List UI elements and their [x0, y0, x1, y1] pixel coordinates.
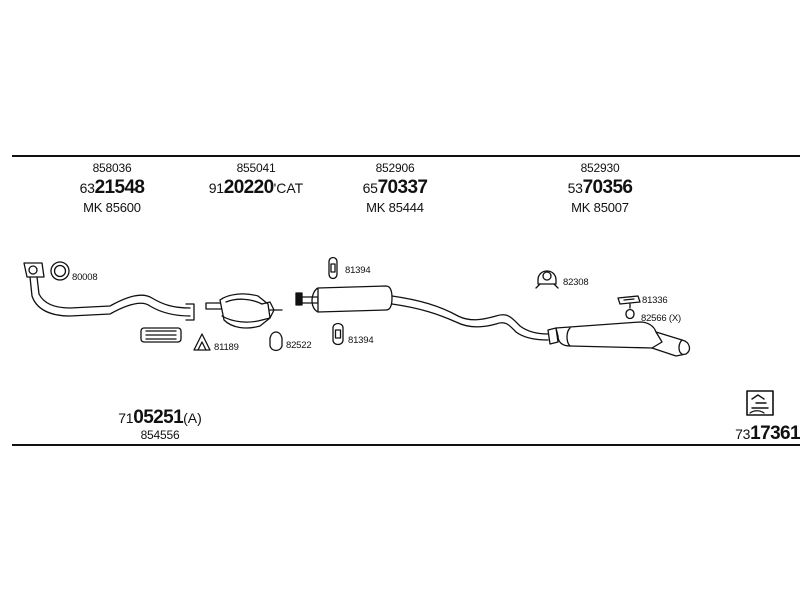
- label-rear-bracket: 81336: [642, 295, 668, 306]
- group-code: 854556: [140, 428, 180, 442]
- label-clamp-cat: 82522: [286, 340, 312, 351]
- label-hanger-bottom: 81394: [348, 335, 374, 346]
- group-code: 858036: [92, 161, 132, 175]
- bottom-rule: [12, 444, 800, 446]
- group-code: 852906: [375, 161, 415, 175]
- part-number: 6570337: [362, 177, 428, 198]
- part-number: 9120220ʹCAT: [208, 177, 304, 198]
- part-number: 5370356: [567, 177, 633, 198]
- part-group-front-pipe: 858036 6321548 MK 85600: [62, 162, 162, 214]
- clamp-82522: [269, 331, 283, 352]
- label-rear-note: 82566 (X): [641, 313, 681, 324]
- mounting-kit: MK 85600: [83, 200, 141, 215]
- part-group-bottom-right: 7317361: [710, 424, 800, 443]
- rear-bracket: [617, 295, 641, 305]
- rear-hanger-82566: [625, 303, 635, 320]
- part-group-middle-silencer: 852906 6570337 MK 85444: [345, 162, 445, 214]
- label-clamp-front: 81189: [214, 342, 239, 353]
- mounting-kit: MK 85444: [366, 200, 424, 215]
- part-group-rear-silencer: 852930 5370356 MK 85007: [550, 162, 650, 214]
- flex-piece: [140, 327, 182, 343]
- hanger-bottom: [332, 322, 344, 346]
- catalytic-converter: [205, 293, 283, 329]
- middle-silencer: [295, 285, 549, 341]
- hanger-top: [328, 256, 338, 280]
- mounting-kit: MK 85007: [571, 200, 629, 215]
- part-group-catalyst: 855041 9120220ʹCAT: [196, 162, 316, 197]
- front-pipe: [23, 262, 195, 321]
- part-number: 7105251(A): [118, 407, 202, 428]
- label-rubber-mount: 82308: [563, 277, 589, 288]
- clamp-81189: [193, 333, 211, 351]
- part-group-bottom-left: 7105251(A) 854556: [100, 408, 220, 441]
- label-hanger-top: 81394: [345, 265, 371, 276]
- gasket-ring: [50, 261, 70, 281]
- top-rule: [12, 155, 800, 157]
- group-code: 855041: [236, 161, 276, 175]
- part-number: 6321548: [79, 177, 145, 198]
- label-gasket-front: 80008: [72, 272, 98, 283]
- part-number: 7317361: [735, 423, 800, 444]
- group-code: 852930: [580, 161, 620, 175]
- diagram-icon: [746, 390, 774, 416]
- rear-silencer: [547, 321, 691, 357]
- rubber-mount: [535, 270, 559, 289]
